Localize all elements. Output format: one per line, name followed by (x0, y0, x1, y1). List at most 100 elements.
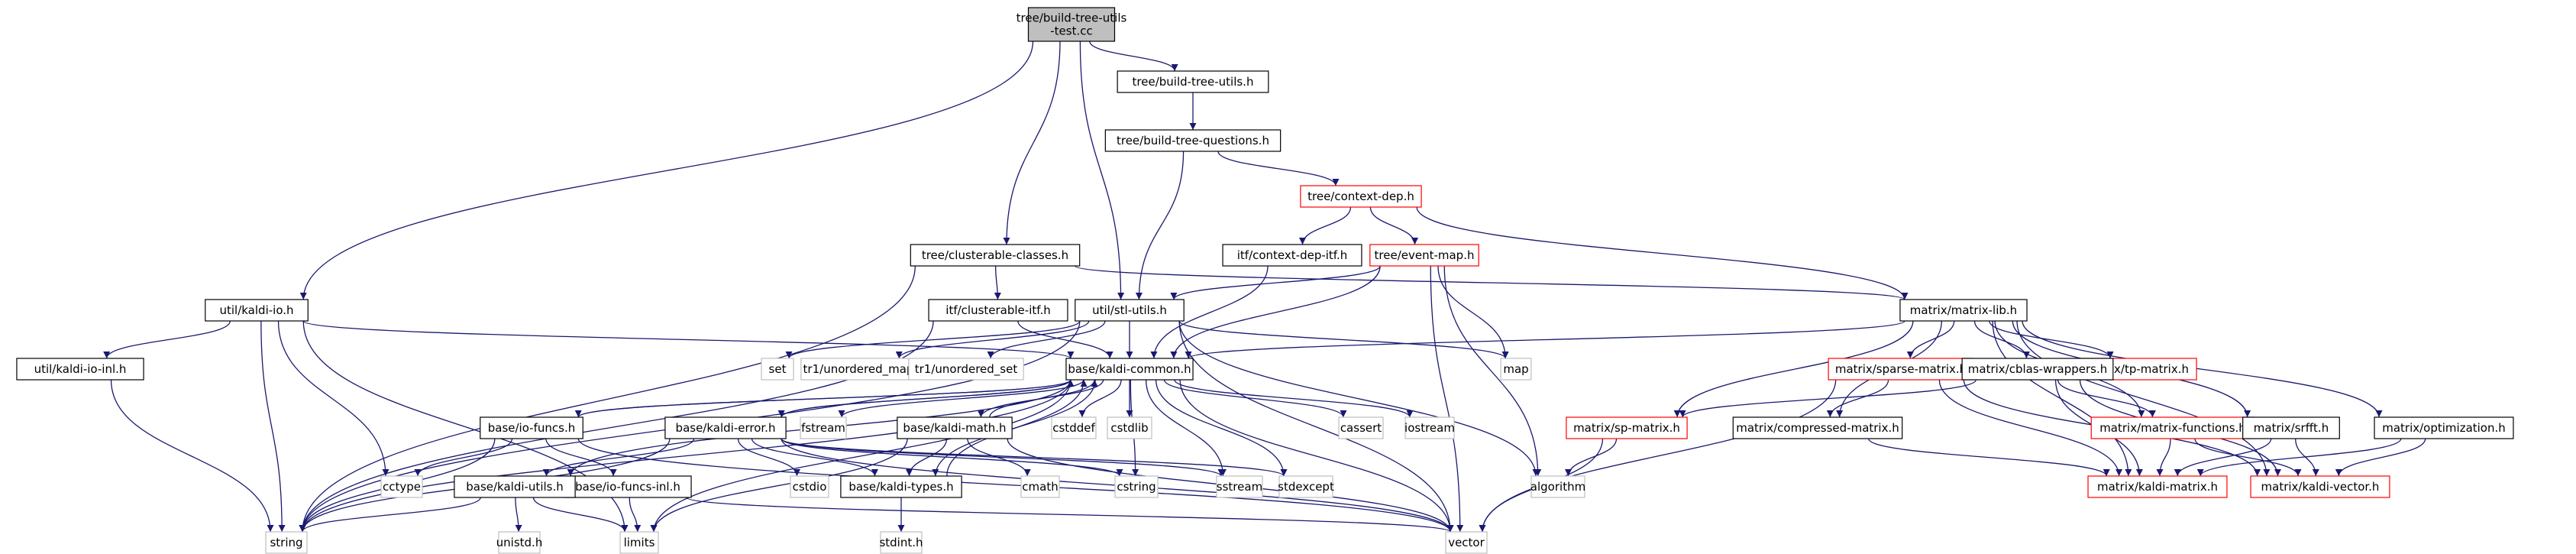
node-box (761, 358, 794, 381)
node-kerr[interactable]: base/kaldi-error.h (664, 416, 787, 439)
edge-kmath-to-ktypes (906, 438, 948, 477)
node-box (1222, 244, 1362, 267)
node-root[interactable]: tree/build-tree-utils-test.cc (1017, 7, 1127, 42)
edge-mlib-to-kvec (2016, 320, 2271, 477)
node-label: sstream (1217, 480, 1262, 494)
node-kioinl[interactable]: util/kaldi-io-inl.h (16, 358, 144, 381)
node-box (619, 531, 659, 554)
edge-iofuncs-to-iofuncsinl (545, 438, 617, 477)
node-label: tree/build-tree-questions.h (1117, 134, 1269, 147)
node-label: cmath (1022, 480, 1058, 494)
node-map: map (1500, 358, 1532, 381)
edge-evmap-to-vector (1430, 265, 1464, 533)
node-spm[interactable]: matrix/sparse-matrix.h (1828, 358, 1974, 381)
node-stlu[interactable]: util/stl-utils.h (1075, 299, 1185, 322)
node-kmat[interactable]: matrix/kaldi-matrix.h (2087, 475, 2228, 498)
node-ktypes[interactable]: base/kaldi-types.h (840, 475, 962, 498)
node-box (1027, 7, 1116, 42)
edge-kutils-to-string (299, 497, 481, 533)
node-sp[interactable]: matrix/sp-matrix.h (1566, 416, 1688, 439)
edge-mfun-to-kvec (2194, 438, 2302, 477)
node-label: tree/build-tree-utils.h (1133, 75, 1254, 89)
edge-root-to-stlu (1079, 40, 1125, 300)
node-srfft[interactable]: matrix/srfft.h (2242, 416, 2340, 439)
edge-ctxdep-to-mlib (1416, 206, 1909, 300)
node-label: tree/context-dep.h (1307, 190, 1414, 203)
node-box (1300, 185, 1422, 208)
node-box (1104, 129, 1282, 152)
node-box (1338, 416, 1384, 439)
node-box (1117, 70, 1269, 93)
node-ctxitf[interactable]: itf/context-dep-itf.h (1222, 244, 1362, 267)
node-clusitf[interactable]: itf/clusterable-itf.h (928, 299, 1068, 322)
edge-kio-to-kcommon (302, 320, 1075, 359)
node-iofuncsinl[interactable]: base/io-funcs-inl.h (564, 475, 692, 498)
node-clus[interactable]: tree/clusterable-classes.h (910, 244, 1081, 267)
node-stdexcept: stdexcept (1278, 475, 1334, 498)
edge-kutils-to-limits (532, 497, 629, 533)
node-ctxdep[interactable]: tree/context-dep.h (1300, 185, 1422, 208)
edge-kerr-to-kutils (542, 438, 695, 477)
node-box (2090, 416, 2255, 439)
edge-cblas-to-mfun (2057, 379, 2156, 418)
node-btq[interactable]: tree/build-tree-questions.h (1104, 129, 1282, 152)
edge-kio-to-cctype (277, 320, 389, 477)
node-mfun[interactable]: matrix/matrix-functions.h (2090, 416, 2255, 439)
edge-iofuncsinl-to-vector (686, 497, 1454, 533)
edge-kio-to-string (260, 320, 286, 533)
node-opt[interactable]: matrix/optimization.h (2374, 416, 2514, 439)
edge-spm-to-kmat (1938, 379, 2123, 477)
node-label: cctype (383, 480, 421, 494)
edge-opt-to-kmat (2196, 438, 2402, 477)
node-kvec[interactable]: matrix/kaldi-vector.h (2250, 475, 2390, 498)
node-evmap[interactable]: tree/event-map.h (1369, 244, 1479, 267)
node-label: itf/context-dep-itf.h (1237, 248, 1348, 262)
node-kutils[interactable]: base/kaldi-utils.h (454, 475, 576, 498)
edge-stlu-to-umap (895, 320, 1090, 359)
edge-kcommon-to-stdexcept (1155, 379, 1288, 477)
node-box (928, 299, 1068, 322)
node-kio[interactable]: util/kaldi-io.h (205, 299, 309, 322)
node-label: fstream (801, 421, 845, 435)
edge-root-to-clus (1003, 40, 1061, 245)
node-label: matrix/matrix-lib.h (1910, 303, 2017, 317)
edge-ktypes-to-kcommon (946, 379, 1088, 477)
node-box (1216, 475, 1263, 498)
node-label: limits (624, 536, 655, 549)
node-uset: tr1/unordered_set (908, 358, 1024, 381)
node-btu[interactable]: tree/build-tree-utils.h (1117, 70, 1269, 93)
node-label: util/kaldi-io.h (219, 303, 293, 317)
edge-mlib-to-opt (2022, 320, 2383, 418)
node-cmpm[interactable]: matrix/compressed-matrix.h (1732, 416, 1903, 439)
node-label: cstdio (793, 480, 827, 494)
node-label: matrix/optimization.h (2382, 421, 2506, 435)
node-label: base/kaldi-error.h (676, 421, 776, 435)
node-algorithm: algorithm (1530, 475, 1585, 498)
edge-kerr-to-cstdio (737, 438, 800, 477)
node-label: matrix/kaldi-vector.h (2261, 480, 2380, 494)
node-cblas[interactable]: matrix/cblas-wrappers.h (1961, 358, 2114, 381)
node-mlib[interactable]: matrix/matrix-lib.h (1899, 299, 2028, 322)
node-label: tree/build-tree-utils (1017, 11, 1127, 25)
edge-kcommon-to-cassert (1163, 379, 1347, 418)
node-box (1075, 299, 1185, 322)
node-kmath[interactable]: base/kaldi-math.h (897, 416, 1013, 439)
edge-spm-to-vector (1479, 379, 1837, 533)
node-label: cstddef (1052, 421, 1095, 435)
edge-kerr-to-stdexcept (781, 438, 1288, 477)
edge-kio-to-kioinl (103, 320, 231, 359)
edge-mlib-to-tpm (1989, 320, 2114, 359)
node-kcommon[interactable]: base/kaldi-common.h (1065, 358, 1194, 381)
node-cstddef: cstddef (1051, 416, 1097, 439)
node-box (1500, 358, 1532, 381)
node-box (480, 416, 583, 439)
node-cassert: cassert (1338, 416, 1384, 439)
edge-kutils-to-unistd (515, 497, 522, 533)
node-box (1566, 416, 1688, 439)
node-label: base/io-funcs.h (488, 421, 575, 435)
node-box (908, 358, 1024, 381)
node-iofuncs[interactable]: base/io-funcs.h (480, 416, 583, 439)
edge-clus-to-string (299, 265, 916, 533)
node-label: algorithm (1530, 480, 1585, 494)
node-box (1114, 475, 1159, 498)
